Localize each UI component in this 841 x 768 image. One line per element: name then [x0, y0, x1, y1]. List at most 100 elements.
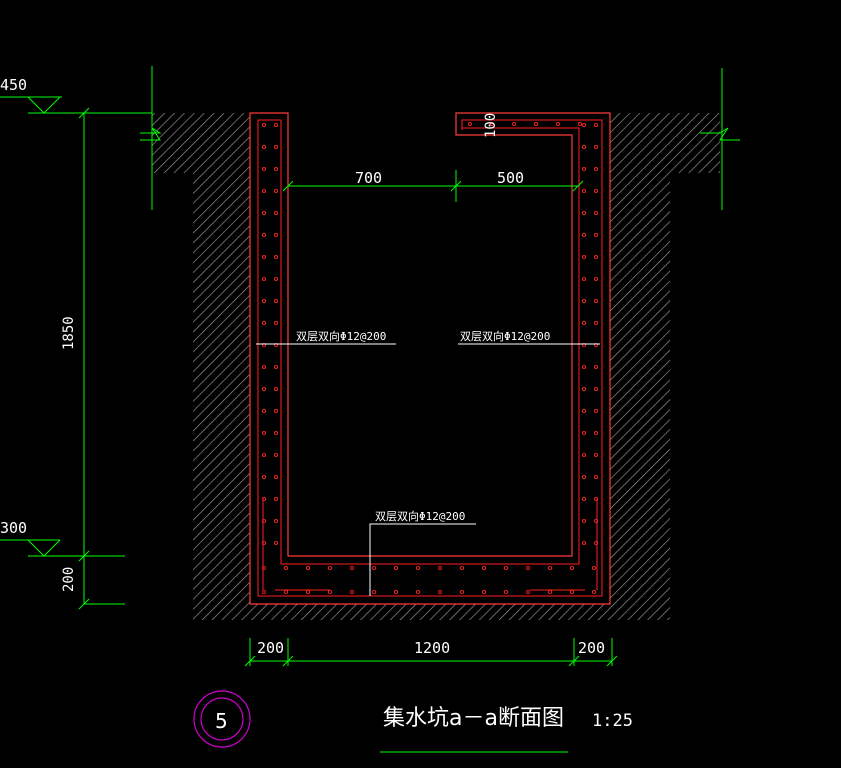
rebar-dot	[261, 320, 267, 326]
rebar-dot	[261, 496, 267, 502]
rebar-dot	[261, 342, 267, 348]
rebar-dot	[349, 589, 355, 595]
rebar-dot	[261, 540, 267, 546]
detail-number-circle	[193, 690, 251, 748]
rebar-dot	[273, 430, 279, 436]
rebar-dot	[261, 364, 267, 370]
bottom-dimension	[244, 638, 618, 667]
rebar-dot	[327, 589, 333, 595]
note-wall-right: 双层双向Φ12@200	[460, 329, 550, 343]
rebar-dot	[593, 518, 599, 524]
rebar-dot	[273, 188, 279, 194]
rebar-dot	[415, 589, 421, 595]
rebar-dot	[581, 496, 587, 502]
dim-cover-width: 500	[497, 169, 524, 187]
level-marker-bottom	[0, 539, 125, 557]
rebar-dot	[273, 452, 279, 458]
detail-number: 5	[215, 709, 228, 733]
rebar-dot	[261, 122, 267, 128]
leader-lines	[256, 343, 600, 596]
rebar-dot	[305, 589, 311, 595]
rebar-dot	[569, 589, 575, 595]
rebar-dot	[593, 408, 599, 414]
rebar-dot	[593, 298, 599, 304]
level-top-label: 450	[0, 76, 27, 94]
drawing-title: 集水坑a－a断面图	[383, 706, 564, 731]
soil-hatch	[152, 113, 720, 620]
rebar-dot	[593, 166, 599, 172]
rebar-dot	[481, 589, 487, 595]
rebar-dot	[547, 589, 553, 595]
rebar-dot	[593, 540, 599, 546]
rebar-dot	[459, 565, 465, 571]
rebar-dot	[261, 408, 267, 414]
rebar-dot	[273, 276, 279, 282]
rebar-dot	[273, 386, 279, 392]
rebar-dot	[581, 232, 587, 238]
rebar-dot	[273, 122, 279, 128]
rebar-dot	[273, 518, 279, 524]
rebar-dot	[503, 565, 509, 571]
rebar-dot	[273, 144, 279, 150]
rebar-dot	[581, 122, 587, 128]
drawing-scale: 1:25	[592, 711, 633, 731]
dim-inner-width: 1200	[414, 639, 450, 657]
rebar-dot	[581, 540, 587, 546]
rebar-dot	[591, 565, 597, 571]
rebar-dot	[581, 210, 587, 216]
rebar-dot	[261, 452, 267, 458]
rebar-dots	[261, 121, 599, 595]
rebar-dot	[581, 298, 587, 304]
rebar-dot	[593, 122, 599, 128]
rebar-dot	[273, 540, 279, 546]
rebar-dot	[525, 589, 531, 595]
rebar-dot	[581, 364, 587, 370]
rebar-dot	[371, 589, 377, 595]
rebar-dot	[349, 565, 355, 571]
rebar-dot	[593, 430, 599, 436]
rebar-dot	[261, 430, 267, 436]
rebar-dot	[593, 232, 599, 238]
rebar-dot	[593, 188, 599, 194]
rebar-dot	[261, 210, 267, 216]
dim-wall-left: 200	[257, 639, 284, 657]
rebar-dot	[533, 121, 539, 127]
dim-wall-right: 200	[578, 639, 605, 657]
rebar-dot	[581, 386, 587, 392]
rebar-dot	[437, 589, 443, 595]
rebar-dot	[327, 565, 333, 571]
rebar-dot	[581, 474, 587, 480]
rebar-dot	[581, 144, 587, 150]
concrete-structure	[249, 112, 611, 605]
rebar-dot	[593, 254, 599, 260]
rebar-dot	[283, 589, 289, 595]
rebar-dot	[273, 364, 279, 370]
rebar-dot	[581, 452, 587, 458]
rebar-dot	[261, 298, 267, 304]
rebar-dot	[459, 589, 465, 595]
rebar-dot	[305, 565, 311, 571]
rebar-dot	[503, 589, 509, 595]
dim-opening-width: 700	[355, 169, 382, 187]
rebar-dot	[593, 452, 599, 458]
rebar-dot	[273, 408, 279, 414]
rebar-dot	[273, 342, 279, 348]
rebar-dot	[371, 565, 377, 571]
rebar-dot	[525, 565, 531, 571]
rebar-dot	[261, 474, 267, 480]
level-bottom-label: 300	[0, 519, 27, 537]
rebar-dot	[581, 254, 587, 260]
rebar-dot	[593, 474, 599, 480]
rebar-dot	[593, 144, 599, 150]
note-wall-left: 双层双向Φ12@200	[296, 329, 386, 343]
rebar-dot	[273, 474, 279, 480]
grade-lines	[120, 66, 740, 210]
note-slab: 双层双向Φ12@200	[375, 509, 465, 523]
rebar-dot	[593, 210, 599, 216]
rebar-dot	[261, 276, 267, 282]
rebar-dot	[273, 298, 279, 304]
rebar-dot	[581, 342, 587, 348]
rebar-dot	[593, 386, 599, 392]
rebar-lines	[257, 119, 603, 597]
